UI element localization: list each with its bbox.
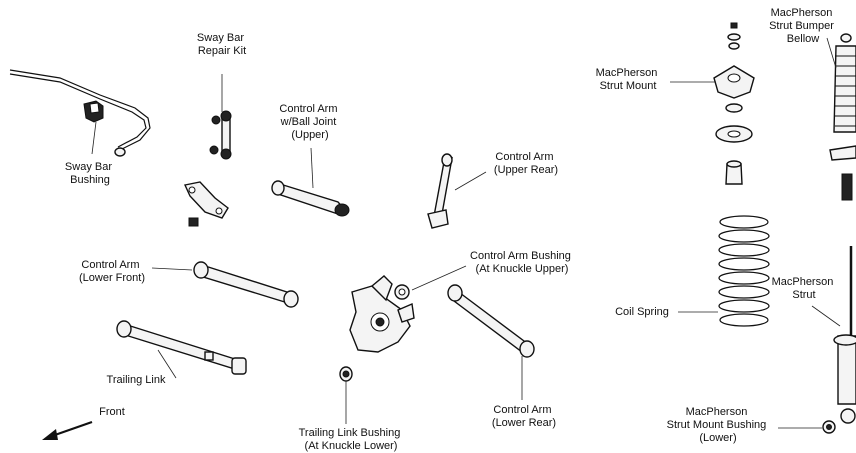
- sway-bar-bushing-icon: [83, 100, 104, 123]
- label-line: Strut Mount Bushing: [667, 419, 767, 431]
- label-line: Trailing Link: [107, 374, 166, 386]
- label-line: MacPherson: [772, 276, 834, 288]
- label-control-arm-lower-front: Control Arm (Lower Front): [79, 259, 145, 284]
- sway-bar-icon: [9, 69, 151, 157]
- control-arm-upper-rear-icon: [427, 153, 453, 229]
- label-sway-bar-repair-kit: Sway Bar Repair Kit: [197, 32, 247, 57]
- control-arm-lower-rear-icon: [447, 284, 535, 358]
- label-trailing-link-bushing: Trailing Link Bushing (At Knuckle Lower): [299, 427, 404, 452]
- label-control-arm-upper-rear: Control Arm (Upper Rear): [494, 151, 558, 176]
- label-line: Strut Mount: [600, 80, 657, 92]
- label-trailing-link: Trailing Link: [107, 374, 166, 386]
- label-front: Front: [99, 406, 125, 418]
- label-line: Control Arm: [493, 404, 551, 416]
- label-line: (At Knuckle Lower): [305, 440, 398, 452]
- coil-spring-icon: [718, 215, 770, 327]
- label-line: Strut: [792, 289, 815, 301]
- label-line: Control Arm: [81, 259, 139, 271]
- leader-lines: [91, 37, 841, 429]
- label-sway-bar-bushing: Sway Bar Bushing: [65, 161, 115, 186]
- label-line: Sway Bar: [197, 32, 244, 44]
- label-line: MacPherson: [771, 7, 833, 19]
- bushing-lower-icon: [339, 366, 353, 382]
- label-macpherson-strut-mount: MacPherson Strut Mount: [596, 67, 661, 92]
- control-arm-lower-front-icon: [193, 261, 299, 308]
- label-control-arm-lower-rear: Control Arm (Lower Rear): [492, 404, 556, 429]
- label-line: Strut Bumper: [769, 20, 834, 32]
- label-line: Bellow: [787, 33, 819, 45]
- bushing-upper-icon: [394, 284, 410, 300]
- label-line: MacPherson: [596, 67, 658, 79]
- label-line: MacPherson: [686, 406, 748, 418]
- label-line: Bushing: [70, 174, 110, 186]
- label-line: Trailing Link Bushing: [299, 427, 401, 439]
- label-coil-spring: Coil Spring: [615, 306, 669, 318]
- sway-bar-link-icon: [183, 110, 232, 227]
- label-control-arm-bushing-knuckle-upper: Control Arm Bushing (At Knuckle Upper): [470, 250, 574, 275]
- label-line: (At Knuckle Upper): [476, 263, 569, 275]
- label-control-arm-upper: Control Arm w/Ball Joint (Upper): [279, 103, 340, 141]
- label-line: w/Ball Joint: [280, 116, 337, 128]
- strut-bumper-bellow-icon: [829, 33, 856, 201]
- label-line: Repair Kit: [198, 45, 246, 57]
- label-line: Control Arm Bushing: [470, 250, 571, 262]
- label-line: Control Arm: [279, 103, 337, 115]
- label-line: (Upper Rear): [494, 164, 558, 176]
- label-line: Control Arm: [495, 151, 553, 163]
- label-line: (Upper): [291, 129, 328, 141]
- control-arm-upper-icon: [271, 180, 350, 217]
- label-line: (Lower Rear): [492, 417, 556, 429]
- label-line: (Lower): [699, 432, 736, 444]
- label-macpherson-strut: MacPherson Strut: [772, 276, 837, 301]
- label-line: Front: [99, 406, 125, 418]
- label-line: Sway Bar: [65, 161, 112, 173]
- label-line: Coil Spring: [615, 306, 669, 318]
- trailing-link-icon: [116, 320, 247, 375]
- front-arrow-icon: [42, 420, 93, 440]
- label-macpherson-strut-mount-bushing-lower: MacPherson Strut Mount Bushing (Lower): [667, 406, 770, 444]
- label-line: (Lower Front): [79, 272, 145, 284]
- strut-mount-bushing-lower-icon: [822, 420, 836, 434]
- label-macpherson-strut-bumper-bellow: MacPherson Strut Bumper Bellow: [769, 7, 837, 45]
- knuckle-icon: [349, 275, 415, 353]
- strut-mount-icon: [713, 22, 755, 185]
- strut-icon: [833, 246, 856, 424]
